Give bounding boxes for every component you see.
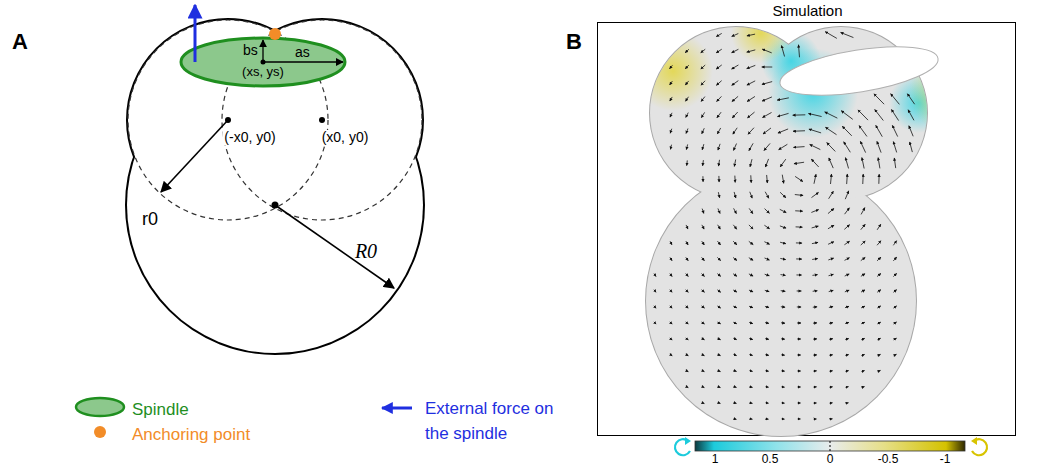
legend-swatch [76,398,124,416]
colorbar [695,441,965,451]
semi-axis-arrow [262,40,263,62]
semi-axis-arrow [263,61,343,62]
rotation-icon [971,437,987,455]
legend-text: Spindle [132,397,189,422]
rotation-icon [675,437,691,455]
legend-swatch [94,426,106,438]
axis-label: bs [243,43,258,58]
spindle-body [181,38,345,86]
axis-label: as [295,45,310,60]
legend-swatch [382,407,412,410]
spindle-center [261,60,266,65]
panel-letter: A [12,30,28,54]
force-arrow [194,5,197,62]
coordinate-label: (-x0, y0) [222,130,277,145]
flow-field [633,3,989,436]
coordinate-label: (x0, y0) [320,130,371,145]
radius-arrow [161,120,228,192]
tick-label: -1 [940,453,951,466]
simulation-frame: Simulation [597,22,1016,436]
anchoring-point [269,28,281,40]
cell-outline [127,20,423,353]
simulation-view [598,23,1017,437]
panel-title: Simulation [772,3,842,20]
colorbar-mid [830,441,831,451]
legend-text: Anchoring point [132,422,250,447]
spindle-ellipse: bs (xs, ys) as [181,38,345,86]
tick-label: 0 [827,453,834,466]
dashed-circles [128,20,422,220]
tick-label: 1 [712,453,719,466]
radius-arrow [275,205,394,288]
center-label: (xs, ys) [242,65,284,79]
panel-letter: B [566,30,582,54]
tick-label: 0.5 [762,453,779,466]
legend-text: External force on the spindle [425,396,555,446]
radius-label: R0 [355,240,377,262]
tick-label: -0.5 [878,453,899,466]
radius-label: r0 [142,210,158,230]
